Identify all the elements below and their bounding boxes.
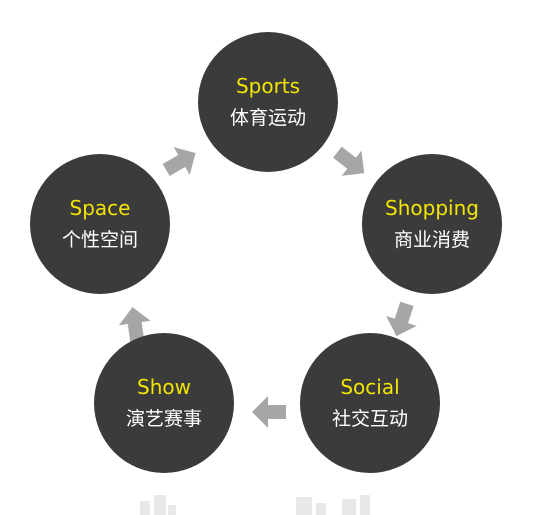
node-social-english-label: Social <box>340 375 400 399</box>
node-sports-english-label: Sports <box>235 74 301 98</box>
node-social-chinese-label: 社交互动 <box>331 408 408 430</box>
node-shopping: Shopping 商业消费 <box>362 154 502 294</box>
arrow-show-to-space <box>118 307 151 342</box>
node-shopping-chinese-label: 商业消费 <box>393 229 470 251</box>
node-sports: Sports 体育运动 <box>198 32 338 172</box>
node-sports-chinese-label: 体育运动 <box>229 107 306 129</box>
node-space-chinese-label: 个性空间 <box>61 229 138 251</box>
arrow-space-to-sports <box>162 147 196 177</box>
node-space-english-label: Space <box>69 196 131 220</box>
node-show: Show 演艺赛事 <box>94 333 234 473</box>
arrow-social-to-show <box>252 396 286 428</box>
node-space: Space 个性空间 <box>30 154 170 294</box>
node-shopping-english-label: Shopping <box>385 196 479 220</box>
node-show-english-label: Show <box>137 375 191 399</box>
node-show-chinese-label: 演艺赛事 <box>125 408 202 430</box>
node-social: Social 社交互动 <box>300 333 440 473</box>
arrow-shopping-to-social <box>386 301 417 337</box>
arrow-sports-to-shopping <box>333 146 365 176</box>
watermark-fragment <box>120 492 440 515</box>
